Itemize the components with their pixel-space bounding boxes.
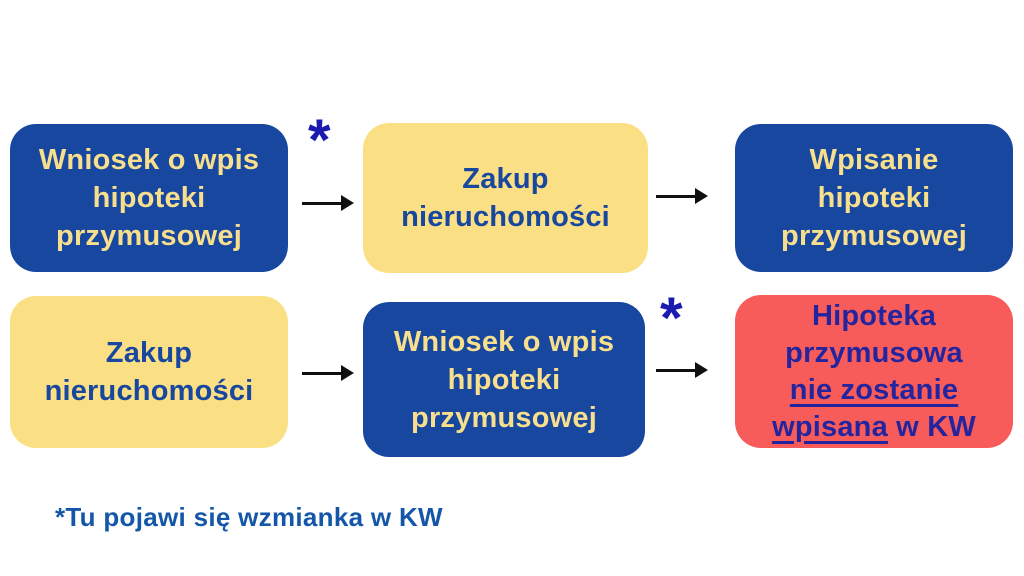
step-box-label: Hipoteka przymusowa nie zostanie wpisana… [747, 298, 1001, 446]
label-line: Zakup [105, 337, 193, 369]
arrow-right-row2-second [656, 362, 708, 378]
step-box-wniosek-o-wpis-row2: Wniosek o wpis hipoteki przymusowej [363, 302, 645, 457]
step-box-label: Wpisanie hipoteki przymusowej [747, 141, 1001, 255]
step-box-zakup-nieruchomosci-row2: Zakup nieruchomości [10, 296, 288, 448]
label-line: Zakup [462, 163, 549, 195]
label-line: nieruchomości [44, 375, 254, 407]
label-line-underlined: nie zostanie [789, 373, 959, 406]
label-line: Wniosek o wpis [393, 325, 615, 358]
step-box-label: Zakup nieruchomości [375, 160, 636, 236]
step-box-hipoteka-nie-zostanie-wpisana: Hipoteka przymusowa nie zostanie wpisana… [735, 295, 1013, 448]
label-segment-underlined: wpisana [772, 410, 888, 443]
label-line: hipoteki [817, 182, 931, 214]
step-box-label: Wniosek o wpis hipoteki przymusowej [375, 323, 633, 437]
label-line: przymusowej [781, 220, 967, 252]
step-box-wniosek-o-wpis-row1: Wniosek o wpis hipoteki przymusowej [10, 124, 288, 272]
label-segment: w KW [887, 410, 976, 443]
arrow-right-row1-second [656, 188, 708, 204]
label-line: Wniosek o wpis [38, 144, 260, 176]
label-line: hipoteki [447, 363, 561, 396]
arrow-right-row2-first [302, 365, 354, 381]
label-line: przymusowa [785, 336, 963, 369]
step-box-label: Wniosek o wpis hipoteki przymusowej [22, 141, 276, 255]
step-box-wpisanie-hipoteki-row1: Wpisanie hipoteki przymusowej [735, 124, 1013, 272]
label-line: hipoteki [92, 182, 206, 214]
label-line: przymusowej [411, 401, 597, 434]
arrow-right-row1-first [302, 195, 354, 211]
asterisk-marker-row1: * [308, 108, 331, 173]
label-line: Hipoteka [811, 299, 937, 332]
label-line: Wpisanie [809, 144, 939, 176]
step-box-zakup-nieruchomosci-row1: Zakup nieruchomości [363, 123, 648, 273]
asterisk-marker-row2: * [660, 286, 683, 351]
footnote-text: *Tu pojawi się wzmianka w KW [55, 502, 443, 532]
label-line: nieruchomości [401, 201, 610, 233]
label-line: przymusowej [56, 220, 242, 252]
step-box-label: Zakup nieruchomości [22, 334, 276, 410]
label-line: wpisana w KW [747, 409, 1001, 446]
